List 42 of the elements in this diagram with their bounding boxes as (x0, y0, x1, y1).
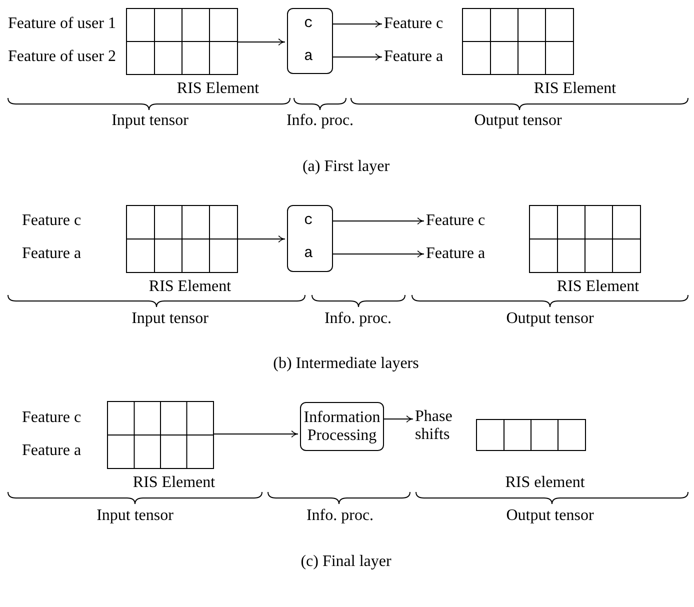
feature-label: Feature c (384, 15, 444, 33)
feature-label: Feature a (384, 48, 444, 66)
grid-caption: RIS element (505, 474, 585, 492)
feature-symbol: c (304, 15, 314, 33)
processing-box (287, 205, 333, 272)
grid-table (476, 419, 586, 451)
feature-symbol: a (304, 245, 314, 263)
section-label: Info. proc. (286, 112, 354, 130)
grid-caption: RIS Element (534, 80, 616, 98)
grid-caption: RIS Element (176, 80, 260, 98)
grid-caption: RIS Element (556, 278, 640, 296)
section-label: Info. proc. (306, 507, 374, 525)
grid-table (529, 205, 641, 273)
output-label: Phase shifts (415, 408, 465, 446)
section-label: Input tensor (112, 112, 188, 130)
feature-label: Feature a (426, 245, 486, 263)
grid-table (462, 8, 574, 75)
grid-table (126, 205, 238, 273)
section-label: Input tensor (96, 507, 174, 525)
grid-table (107, 401, 214, 469)
grid-table (126, 8, 238, 75)
feature-label: Feature of user 1 (8, 15, 116, 33)
feature-label: Feature a (22, 245, 82, 263)
feature-symbol: c (304, 212, 314, 230)
subfigure-caption: (c) Final layer (300, 553, 392, 571)
feature-label: Feature c (22, 212, 82, 230)
grid-caption: RIS Element (148, 278, 232, 296)
section-label: Output tensor (506, 310, 594, 328)
feature-label: Feature a (22, 442, 82, 460)
processing-box (287, 8, 333, 74)
grid-caption: RIS Element (132, 474, 216, 492)
feature-label: Feature of user 2 (8, 48, 116, 66)
subfigure-caption: (b) Intermediate layers (273, 355, 419, 373)
processing-box: Information Processing (300, 402, 384, 451)
section-label: Info. proc. (324, 310, 392, 328)
subfigure-caption: (a) First layer (302, 158, 390, 176)
section-label: Output tensor (506, 507, 594, 525)
feature-label: Feature c (426, 212, 486, 230)
section-label: Input tensor (132, 310, 208, 328)
feature-label: Feature c (22, 409, 82, 427)
section-label: Output tensor (474, 112, 562, 130)
feature-symbol: a (304, 48, 314, 66)
